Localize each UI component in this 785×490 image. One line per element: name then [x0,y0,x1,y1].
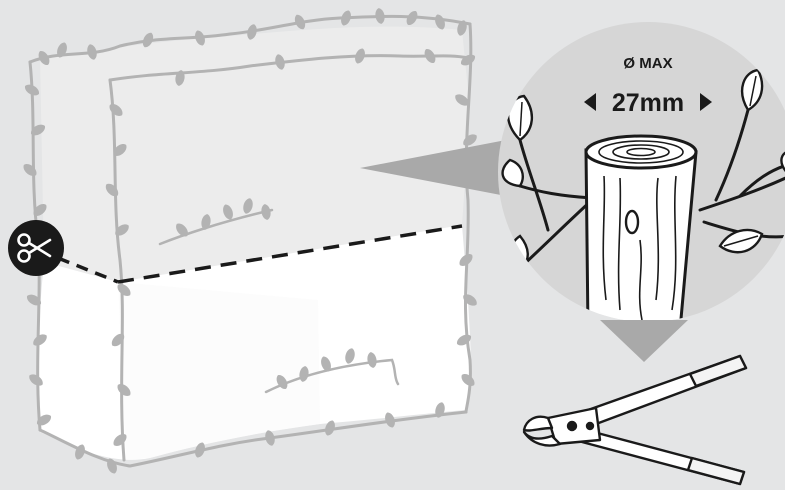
scissors-icon [8,220,64,276]
lopper-shears-icon [524,356,746,484]
max-diameter-value: 27mm [612,89,684,117]
arrow-down-icon [600,320,688,362]
trunk [586,150,696,330]
zoom-circle: Ø MAX 27mm [498,22,785,330]
max-diameter-label: Ø MAX [623,55,672,72]
hedge [21,7,479,475]
